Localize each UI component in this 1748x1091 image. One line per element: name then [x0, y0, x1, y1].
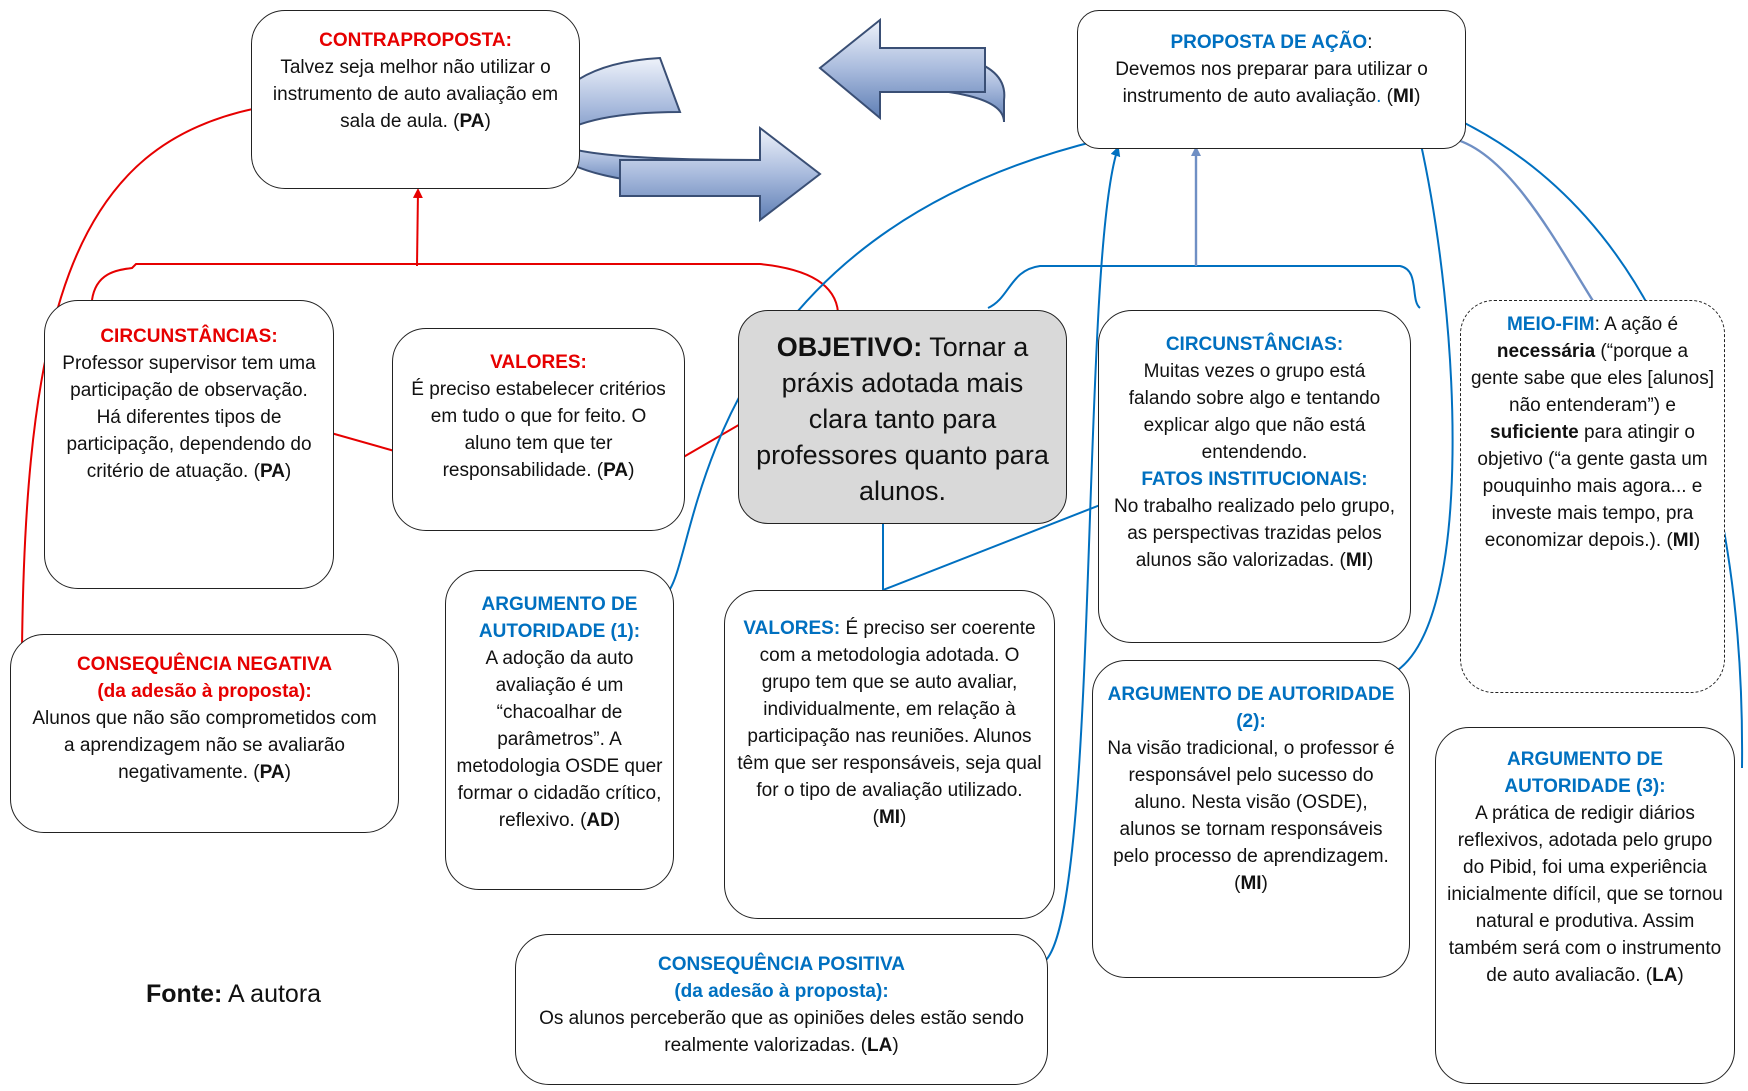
- proposta-tag: MI: [1392, 86, 1415, 107]
- valores-left-tag: PA: [603, 460, 629, 481]
- meio-fim-box: MEIO-FIM: A ação é necessária (“porque a…: [1460, 300, 1725, 693]
- source-label: Fonte:: [146, 980, 223, 1008]
- objetivo-label: OBJETIVO:: [776, 332, 923, 362]
- valores-center-text: É preciso ser coerente com a metodologia…: [737, 618, 1042, 801]
- valores-left-text: É preciso estabelecer critérios em tudo …: [411, 379, 666, 481]
- valores-left-title: VALORES:: [490, 352, 587, 373]
- argumento-3-text: A prática de redigir diários reflexivos,…: [1447, 803, 1723, 986]
- proposta-text: Devemos nos preparar para utilizar o ins…: [1115, 59, 1428, 107]
- contraproposta-text: Talvez seja melhor não utilizar o instru…: [272, 57, 559, 132]
- argumento-1-box: ARGUMENTO DE AUTORIDADE (1): A adoção da…: [445, 570, 674, 890]
- objetivo-box: OBJETIVO: Tornar a práxis adotada mais c…: [738, 310, 1067, 524]
- arrow-consequencia-to-contraproposta: [20, 102, 270, 731]
- meio-fim-suficiente: suficiente: [1490, 422, 1579, 443]
- fatos-institucionais-title: FATOS INSTITUCIONAIS:: [1141, 469, 1368, 490]
- consequencia-negativa-tag: PA: [259, 762, 285, 783]
- consequencia-positiva-subtitle: (da adesão à proposta):: [674, 981, 889, 1002]
- meio-fim-text-3: para atingir o objetivo (“a gente gasta …: [1477, 422, 1708, 551]
- arrow-consequencia-positiva-to-proposta: [1045, 146, 1121, 961]
- brace-right: [987, 265, 1421, 309]
- argumento-3-box: ARGUMENTO DE AUTORIDADE (3): A prática d…: [1435, 727, 1735, 1084]
- source-caption: Fonte: A autora: [146, 980, 321, 1009]
- cycle-arrows-icon: [544, 17, 1006, 223]
- argumento-3-title: ARGUMENTO DE AUTORIDADE (3):: [1504, 749, 1666, 797]
- fatos-institucionais-text: No trabalho realizado pelo grupo, as per…: [1114, 496, 1395, 571]
- argumento-1-text: A adoção da auto avaliação é um “chacoal…: [456, 648, 663, 831]
- meio-fim-text-2: (“porque a gente sabe que eles [alunos] …: [1471, 341, 1714, 416]
- consequencia-positiva-tag: LA: [867, 1035, 893, 1056]
- consequencia-positiva-box: CONSEQUÊNCIA POSITIVA (da adesão à propo…: [515, 934, 1048, 1085]
- consequencia-negativa-title: CONSEQUÊNCIA NEGATIVA: [76, 654, 333, 675]
- meio-fim-title: MEIO-FIM: [1506, 314, 1595, 335]
- proposta-title: PROPOSTA DE AÇÃO: [1170, 32, 1368, 53]
- valores-center-box: VALORES: É preciso ser coerente com a me…: [724, 590, 1055, 919]
- consequencia-negativa-text: Alunos que não são comprometidos com a a…: [32, 708, 377, 783]
- consequencia-negativa-subtitle: (da adesão à proposta):: [97, 681, 312, 702]
- argumento-1-title: ARGUMENTO DE AUTORIDADE (1):: [478, 594, 641, 642]
- argumento-2-tag: MI: [1240, 873, 1262, 894]
- argumento-1-tag: AD: [586, 810, 614, 831]
- circunstancias-right-title: CIRCUNSTÂNCIAS:: [1165, 334, 1344, 355]
- argumento-2-title: ARGUMENTO DE AUTORIDADE (2):: [1107, 684, 1395, 732]
- arrow-to-contraproposta: [412, 188, 423, 267]
- circunstancias-left-tag: PA: [259, 461, 285, 482]
- arrow-valores-to-fatos: [882, 496, 1120, 591]
- meio-fim-tag: MI: [1672, 530, 1694, 551]
- arrow-meio-fim-to-proposta: [1448, 134, 1602, 313]
- valores-left-box: VALORES: É preciso estabelecer critérios…: [392, 328, 685, 531]
- consequencia-positiva-title: CONSEQUÊNCIA POSITIVA: [657, 954, 906, 975]
- meio-fim-text-1: : A ação é: [1594, 314, 1679, 335]
- circunstancias-right-box: CIRCUNSTÂNCIAS: Muitas vezes o grupo est…: [1098, 310, 1411, 643]
- brace-left: [91, 263, 839, 313]
- consequencia-negativa-box: CONSEQUÊNCIA NEGATIVA (da adesão à propo…: [10, 634, 399, 833]
- circunstancias-left-text: Professor supervisor tem uma participaçã…: [62, 353, 316, 482]
- proposta-colon: :: [1367, 32, 1373, 53]
- objetivo-text: Tornar a práxis adotada mais clara tanto…: [756, 332, 1049, 506]
- arrow-argumento2-to-proposta: [1394, 138, 1454, 673]
- contraproposta-box: CONTRAPROPOSTA: Talvez seja melhor não u…: [251, 10, 580, 189]
- contraproposta-title: CONTRAPROPOSTA:: [319, 30, 512, 51]
- consequencia-positiva-text: Os alunos perceberão que as opiniões del…: [539, 1008, 1024, 1056]
- circunstancias-left-title: CIRCUNSTÂNCIAS:: [100, 326, 278, 347]
- circunstancias-right-text: Muitas vezes o grupo está falando sobre …: [1128, 361, 1381, 463]
- proposta-acao-box: PROPOSTA DE AÇÃO: Devemos nos preparar p…: [1077, 10, 1466, 149]
- argumento-2-box: ARGUMENTO DE AUTORIDADE (2): Na visão tr…: [1092, 660, 1410, 978]
- valores-center-tag: MI: [878, 807, 901, 828]
- valores-center-title: VALORES:: [743, 618, 841, 639]
- source-text: A autora: [222, 980, 322, 1008]
- argumento-3-tag: LA: [1652, 965, 1678, 986]
- contraproposta-tag: PA: [459, 111, 485, 132]
- argumento-2-text: Na visão tradicional, o professor é resp…: [1107, 738, 1395, 867]
- circunstancias-left-box: CIRCUNSTÂNCIAS: Professor supervisor tem…: [44, 300, 334, 589]
- meio-fim-necessaria: necessária: [1496, 341, 1596, 362]
- circunstancias-right-tag: MI: [1345, 550, 1367, 571]
